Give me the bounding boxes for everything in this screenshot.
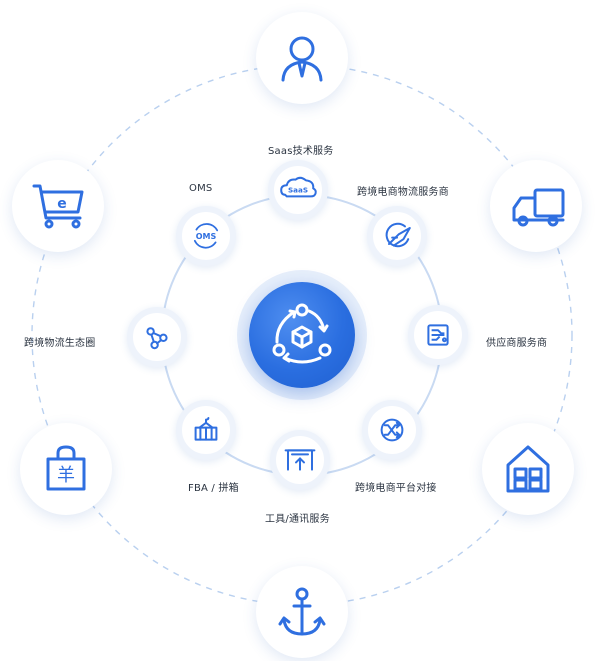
outer-node-anchor[interactable]: [256, 566, 348, 658]
outer-node-bag[interactable]: 羊: [20, 423, 112, 515]
gate-upload-icon: [284, 449, 316, 471]
inner-node-platform-link[interactable]: [362, 400, 422, 460]
circuit-board-icon: [427, 324, 449, 346]
label-saas: Saas技术服务: [268, 146, 334, 157]
oms-icon-text: OMS: [196, 232, 217, 241]
label-ecosystem: 跨境物流生态圈: [24, 338, 96, 349]
saas-cloud-text: SaaS: [288, 185, 308, 194]
cart-symbol: e: [57, 196, 67, 212]
inner-node-oms[interactable]: OMS: [176, 206, 236, 266]
inner-node-cross-logistics[interactable]: [367, 206, 427, 266]
label-supplier: 供应商服务商: [486, 338, 548, 349]
shopping-bag-yuan-icon: 羊: [46, 445, 86, 491]
user-tie-icon: [281, 36, 323, 82]
share-nodes-icon: [146, 327, 168, 350]
ecommerce-cart-icon: e: [32, 184, 84, 229]
inner-node-tools[interactable]: [270, 430, 330, 490]
bag-symbol: 羊: [57, 465, 75, 486]
oms-icon: OMS: [193, 223, 219, 249]
saas-cloud-icon: SaaS: [280, 176, 317, 198]
center-hub[interactable]: [237, 270, 367, 400]
label-platform-link: 跨境电商平台对接: [355, 483, 437, 494]
cycle-box-icon: [272, 303, 332, 364]
warehouse-icon: [506, 445, 550, 493]
outer-node-truck[interactable]: [490, 160, 582, 252]
center-hub-core: [249, 282, 355, 388]
truck-icon: [512, 188, 565, 227]
container-icon: [194, 417, 218, 441]
shuffle-icon: [380, 418, 404, 442]
outer-node-person[interactable]: [256, 12, 348, 104]
label-oms: OMS: [189, 183, 213, 194]
anchor-icon: [278, 587, 326, 636]
label-fba: FBA / 拼箱: [188, 483, 239, 494]
label-cross-logistics: 跨境电商物流服务商: [357, 187, 449, 198]
outer-node-cart[interactable]: e: [12, 160, 104, 252]
plane-globe-icon: [385, 222, 411, 248]
inner-node-saas[interactable]: SaaS: [268, 160, 328, 220]
label-tools: 工具/通讯服务: [265, 514, 330, 525]
inner-node-fba[interactable]: [176, 400, 236, 460]
outer-node-warehouse[interactable]: [482, 423, 574, 515]
inner-node-ecosystem[interactable]: [127, 307, 187, 367]
inner-node-supplier[interactable]: [408, 305, 468, 365]
